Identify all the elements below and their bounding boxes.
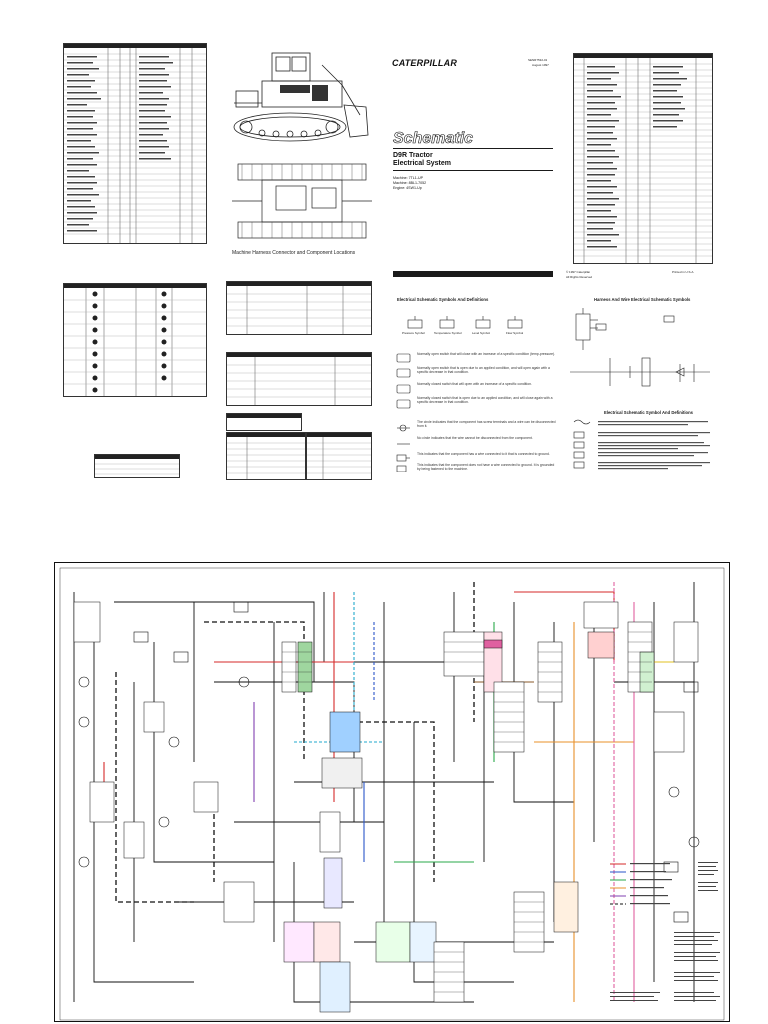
doc-date: August 1997 (532, 63, 549, 67)
table-rows-graphic (227, 437, 305, 479)
form-number: SENR7532-01 (528, 58, 548, 62)
lower-code-table-left (226, 432, 306, 480)
table-rows-graphic (64, 48, 206, 243)
lower-code-table-right (306, 432, 372, 480)
engine-line: Engine: 4SW1-Up (393, 186, 422, 190)
sensor-symbols-row (407, 316, 523, 329)
harness-identification-table (573, 53, 713, 264)
definition-7: This indicates that the component has a … (417, 452, 550, 456)
title-line-2: Electrical System (393, 160, 451, 167)
switch-symbols-column (396, 353, 411, 472)
schematic-heading: Schematic (393, 130, 474, 148)
table-rows-graphic (574, 58, 712, 263)
definition-5: The circle indicates that the component … (417, 420, 556, 429)
service-code-table (226, 352, 372, 406)
printed-in: Printed in U.S.A. (672, 270, 695, 274)
copyright-line-1: © 1997 Caterpillar (566, 270, 591, 274)
wiring-schematic (54, 562, 730, 1022)
component-symbols-list (573, 419, 710, 470)
table-rows-graphic (227, 357, 371, 405)
definition-8: This indicates that the component does n… (417, 463, 555, 472)
component-location-table (63, 43, 207, 244)
definition-4: Normally closed switch that is open due … (417, 396, 553, 405)
symbols-definitions-title-2: Electrical Schematic Symbol And Definiti… (604, 410, 693, 415)
definition-1: Normally open switch that will close wit… (417, 352, 556, 356)
sensor-symbol-table (63, 283, 207, 397)
table-rows-graphic (227, 286, 371, 334)
table-rows-graphic (307, 437, 371, 479)
title-line-1: D9R Tractor (393, 152, 433, 159)
module-connector-table (226, 281, 372, 335)
definition-3: Normally closed switch that will open wi… (417, 382, 532, 386)
definition-6: No circle indicates that the wire cannot… (417, 436, 533, 440)
title-rule-2 (393, 170, 553, 171)
small-code-table (226, 413, 302, 431)
table-rows-graphic (95, 463, 179, 475)
copyright-line-2: All Rights Reserved (566, 275, 593, 279)
pressure-symbol-label: Pressure Symbol (402, 331, 425, 335)
harness-wire-symbols-graphic (570, 308, 710, 387)
level-symbol-label: Level Symbol (472, 331, 491, 335)
tractor-side-view (233, 52, 369, 142)
machine-line-2: Machine: 8BL1-7052 (393, 181, 427, 185)
connector-summary-table (94, 454, 180, 478)
tractor-top-view (232, 163, 372, 239)
flow-symbol-label: Flow Symbol (506, 331, 524, 335)
machine-line-1: Machine: 7TL1-UP (393, 176, 423, 180)
title-black-band (393, 271, 553, 277)
symbols-definitions-title: Electrical Schematic Symbols And Definit… (397, 297, 489, 302)
temperature-symbol-label: Temperature Symbol (434, 331, 462, 335)
caterpillar-logo: CATERPILLAR (392, 58, 458, 68)
harness-locations-caption: Machine Harness Connector and Component … (232, 250, 356, 256)
title-rule (393, 148, 553, 149)
table-rows-graphic (64, 288, 206, 396)
definition-2: Normally open switch that is open due to… (417, 366, 550, 375)
harness-wire-symbols-title: Harness And Wire Electrical Schematic Sy… (594, 297, 691, 302)
